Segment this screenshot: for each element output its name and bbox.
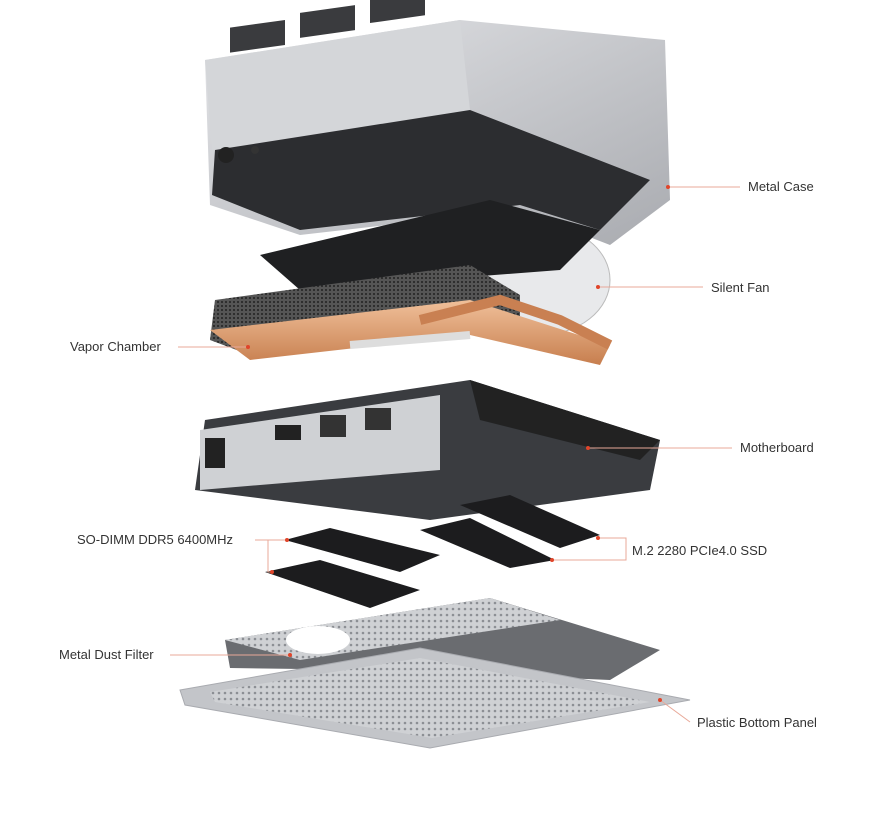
so-dimm-modules — [265, 528, 440, 608]
metal-case — [205, 0, 670, 245]
label-ssd: M.2 2280 PCIe4.0 SSD — [632, 543, 768, 558]
label-bottom-panel: Plastic Bottom Panel — [697, 715, 817, 730]
label-metal-case: Metal Case — [748, 179, 814, 194]
label-silent-fan: Silent Fan — [711, 280, 770, 295]
callout-dots — [246, 185, 670, 702]
callout-lines — [170, 186, 740, 723]
plastic-bottom-panel — [179, 647, 691, 749]
vapor-chamber — [210, 265, 613, 365]
label-motherboard: Motherboard — [740, 440, 814, 455]
metal-dust-filter — [225, 598, 660, 680]
ssd-modules — [420, 495, 600, 568]
label-vapor-chamber: Vapor Chamber — [70, 339, 161, 354]
label-so-dimm: SO-DIMM DDR5 6400MHz — [77, 532, 234, 547]
motherboard — [195, 380, 660, 520]
label-dust-filter: Metal Dust Filter — [59, 647, 154, 662]
